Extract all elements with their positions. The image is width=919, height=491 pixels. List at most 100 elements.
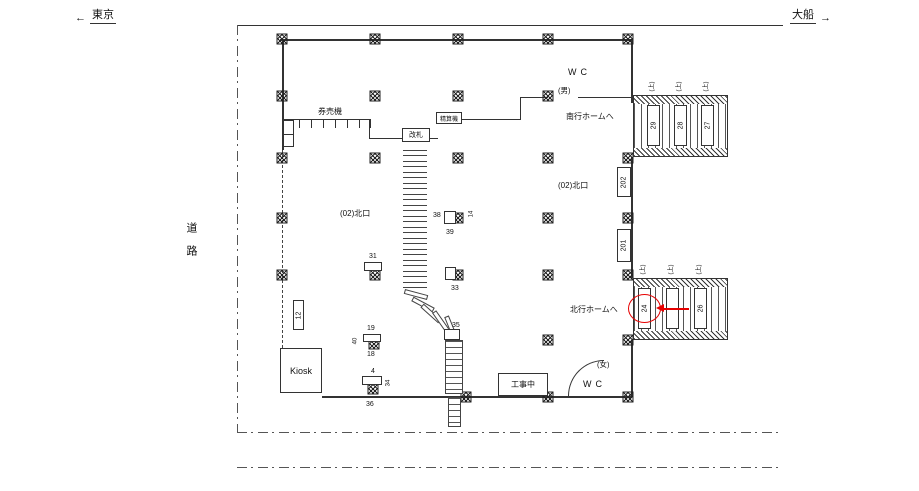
- wall-mid-v: [520, 97, 521, 120]
- stair-wall-hatch: [634, 148, 727, 156]
- column: [622, 152, 634, 164]
- wall-gate-left-h: [369, 138, 403, 139]
- ad-board-19: [363, 334, 381, 342]
- wall-kiosk-booth: [283, 119, 294, 147]
- ad-board-29: 29: [647, 105, 660, 146]
- ad-board-34-label: 34: [385, 379, 392, 387]
- wall-gate-left-v: [369, 119, 370, 139]
- stair-lane-tag: (上): [668, 264, 675, 275]
- wc-door-arc: [568, 360, 604, 396]
- ad-board-201: 201: [617, 229, 631, 262]
- column: [622, 334, 634, 346]
- underpass-stairs-lower: [448, 397, 461, 427]
- wall-right-3: [631, 340, 633, 397]
- column: [276, 152, 288, 164]
- site-boundary-bottom-2: [237, 467, 783, 468]
- ad-board-26: 26: [694, 288, 707, 329]
- ad-board-31: [364, 262, 382, 271]
- fare-machine-label: 精算機: [439, 116, 458, 123]
- ad-board-28: 28: [674, 105, 687, 146]
- ticket-machines-label: 券売機: [318, 107, 342, 116]
- arrow-right-icon: →: [820, 12, 831, 24]
- ticket-machine-row: [287, 119, 371, 128]
- direction-left: ← 東京: [75, 6, 116, 24]
- underpass-stairs-upper: [445, 340, 463, 394]
- kiosk-label: Kiosk: [289, 365, 312, 376]
- stair-lane-tag: (上): [649, 81, 656, 92]
- column: [542, 90, 554, 102]
- column: [542, 269, 554, 281]
- construction-area: 工事中: [498, 373, 548, 396]
- north-exit-label-1: (02)北口: [340, 209, 371, 218]
- column: [452, 152, 464, 164]
- site-boundary-bottom-1: [237, 432, 783, 433]
- arrow-left-icon: ←: [75, 12, 86, 24]
- ad-board-38: [444, 211, 456, 224]
- wall-wc-right: [578, 97, 631, 98]
- main-staircase: [403, 150, 427, 290]
- ad-board-19-label: 19: [367, 325, 375, 332]
- stair-wall-hatch: [634, 96, 727, 104]
- column: [622, 391, 634, 403]
- column: [542, 33, 554, 45]
- ticket-gate-label: 改札: [409, 132, 423, 139]
- site-boundary-left: [237, 25, 238, 433]
- wall-left-dashed: [282, 150, 283, 348]
- men-label: (男): [558, 86, 571, 95]
- column: [276, 212, 288, 224]
- wall-gate-right-h: [430, 138, 438, 139]
- column: [369, 269, 381, 281]
- column: [622, 269, 634, 281]
- column: [276, 33, 288, 45]
- ad-board-12: 12: [293, 300, 304, 330]
- wc-label-top: WC: [568, 67, 591, 77]
- ad-board-4: [362, 376, 382, 385]
- highlight-arrow-head: [656, 304, 664, 312]
- ad-board-27: 27: [701, 105, 714, 146]
- ad-board-40-label: 40: [352, 337, 359, 345]
- ad-board-35-label: 35: [452, 322, 460, 329]
- column: [542, 152, 554, 164]
- column: [369, 152, 381, 164]
- stair-lane-tag: (上): [640, 264, 647, 275]
- column: [542, 391, 554, 403]
- stair-lane-tag: (上): [676, 81, 683, 92]
- column: [452, 33, 464, 45]
- wall-mid-h: [462, 119, 520, 120]
- road-label: 道路: [185, 222, 197, 268]
- ticket-gate: 改札: [402, 128, 430, 142]
- ad-board-31-label: 31: [369, 253, 377, 260]
- ad-board-18-label: 18: [367, 351, 375, 358]
- column: [369, 33, 381, 45]
- north-exit-label-2: (02)北口: [558, 181, 589, 190]
- stair-lane-tag: (上): [703, 81, 710, 92]
- construction-label: 工事中: [511, 380, 535, 389]
- to-north-platform-label: 北行ホームへ: [570, 305, 618, 314]
- stair-lane-tag: (上): [696, 264, 703, 275]
- column: [542, 212, 554, 224]
- highlight-arrow-shaft: [664, 308, 689, 310]
- station-name-tokyo: 東京: [90, 6, 116, 24]
- kiosk: Kiosk: [280, 348, 322, 393]
- column: [452, 90, 464, 102]
- column: [276, 90, 288, 102]
- column: [369, 90, 381, 102]
- column: [542, 334, 554, 346]
- ad-board-33: [445, 267, 456, 280]
- station-name-ofuna: 大船: [790, 6, 816, 24]
- ad-board-35: [444, 329, 460, 340]
- ad-board-36-label: 36: [366, 401, 374, 408]
- wall-wc-left: [520, 97, 548, 98]
- wall-right-1: [631, 39, 633, 103]
- wall-bottom: [322, 396, 632, 398]
- ad-board-39-label: 39: [446, 229, 454, 236]
- to-south-platform-label: 南行ホームへ: [566, 112, 614, 121]
- column: [622, 212, 634, 224]
- column: [460, 391, 472, 403]
- column: [622, 33, 634, 45]
- column: [276, 269, 288, 281]
- stair-wall-hatch: [634, 331, 727, 339]
- column: [367, 383, 379, 395]
- ad-board-38-label: 38: [433, 212, 441, 219]
